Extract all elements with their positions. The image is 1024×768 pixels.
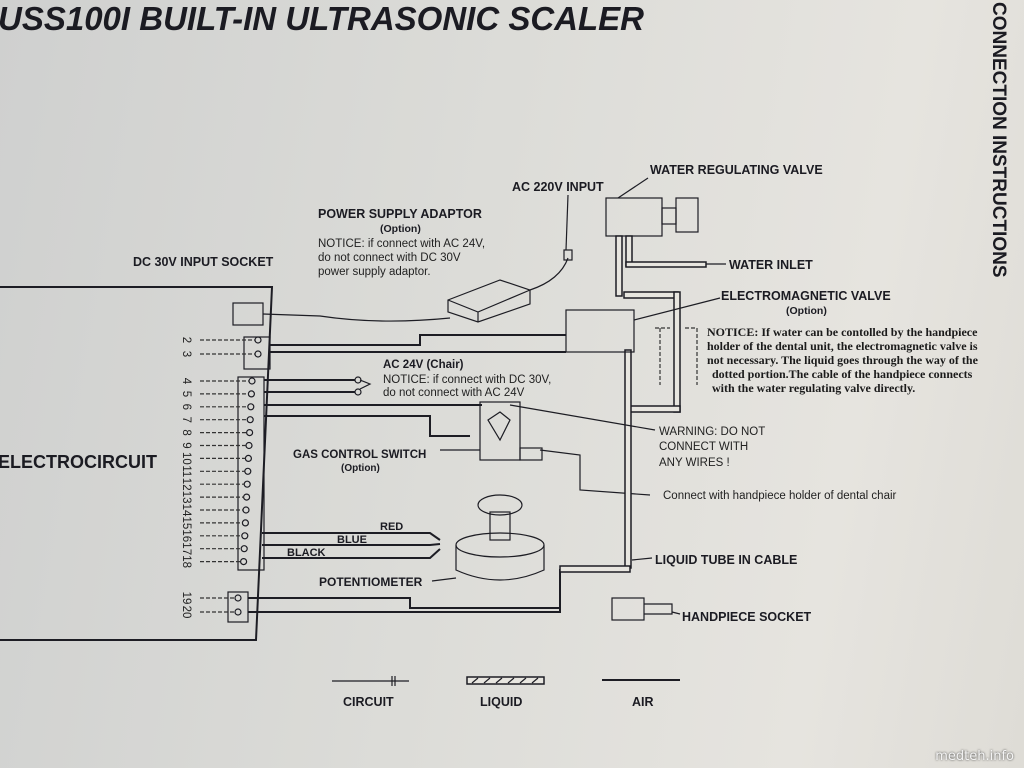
- pin-terminal: [247, 390, 255, 398]
- leader-lines: [359, 177, 726, 615]
- pin-number: 8: [180, 429, 192, 435]
- pin-number: 16: [180, 529, 192, 542]
- red-wire-label: RED: [380, 521, 403, 533]
- legend-circuit: CIRCUIT: [343, 695, 394, 709]
- potentiometer-label: POTENTIOMETER: [319, 575, 423, 589]
- em-notice-2: holder of the dental unit, the electroma…: [707, 339, 978, 353]
- psu-label: POWER SUPPLY ADAPTOR: [318, 207, 482, 221]
- warning-1: WARNING: DO NOT: [659, 426, 765, 438]
- pin-terminal: [242, 506, 250, 514]
- em-notice-4: dotted portion.The cable of the handpiec…: [712, 367, 973, 381]
- pin-number: 20: [180, 606, 192, 619]
- electrocircuit-board: ELECTROCIRCUIT: [0, 286, 274, 641]
- ac24-label: AC 24V (Chair): [383, 359, 464, 371]
- water-inlet-label: WATER INLET: [729, 258, 813, 272]
- liquid-tube: [559, 235, 707, 573]
- pin-terminal: [241, 519, 249, 527]
- pin-number: 2: [180, 337, 192, 343]
- pin-terminal: [241, 532, 249, 540]
- warning-3: ANY WIRES !: [659, 457, 730, 469]
- pin-terminal: [234, 594, 242, 602]
- legend: CIRCUIT LIQUID AIR: [332, 676, 680, 709]
- pin-number: 18: [180, 555, 192, 568]
- warning-2: CONNECT WITH: [659, 441, 748, 453]
- pin-terminal: [246, 416, 254, 424]
- pin-terminal: [246, 429, 254, 437]
- ac24-notice-2: do not connect with AC 24V: [383, 387, 525, 399]
- pin-number: 9: [180, 442, 192, 448]
- potentiometer: [455, 494, 545, 581]
- pin-terminal: [243, 480, 251, 488]
- em-notice-5: with the water regulating valve directly…: [712, 381, 915, 395]
- pin-number: 14: [180, 504, 192, 517]
- pin-number: 10: [180, 452, 192, 465]
- legend-liquid: LIQUID: [480, 695, 522, 709]
- legend-air: AIR: [632, 695, 654, 709]
- ac220-label: AC 220V INPUT: [512, 180, 604, 194]
- pin-terminal: [245, 441, 253, 450]
- wires: [248, 313, 651, 613]
- watermark: medteh.info: [935, 749, 1014, 764]
- pin-number: 7: [180, 416, 192, 422]
- pin-number: 3: [180, 351, 192, 357]
- pin-number: 17: [180, 542, 192, 555]
- pin-terminal: [243, 493, 251, 501]
- pin-terminal: [244, 454, 252, 462]
- pin-number: 5: [180, 391, 192, 397]
- pin-terminal: [247, 403, 255, 411]
- diagram-title: USS100I BUILT-IN ULTRASONIC SCALER: [0, 0, 644, 37]
- liquid-tube-label: LIQUID TUBE IN CABLE: [655, 553, 797, 567]
- pin-terminal: [248, 377, 256, 385]
- electromagnetic-valve: [565, 309, 698, 385]
- dc30-label: DC 30V INPUT SOCKET: [133, 255, 274, 269]
- gas-control-switch: [479, 401, 543, 461]
- black-wire-label: BLACK: [287, 547, 326, 559]
- em-notice-3: not necessary. The liquid goes through t…: [707, 353, 979, 367]
- pin-number: 19: [180, 592, 192, 605]
- gas-switch-option: (Option): [341, 463, 380, 474]
- electromagnetic-valve-label: ELECTROMAGNETIC VALVE: [721, 289, 891, 303]
- blue-wire-label: BLUE: [337, 534, 367, 546]
- em-valve-option: (Option): [786, 305, 827, 317]
- side-title: CONNECTION INSTRUCTIONS: [988, 2, 1009, 278]
- psu-option: (Option): [380, 223, 421, 235]
- handpiece-socket-label: HANDPIECE SOCKET: [682, 610, 812, 624]
- water-regulating-valve-label: WATER REGULATING VALVE: [650, 163, 823, 177]
- pin-terminal: [254, 336, 262, 344]
- pin-number: 12: [180, 478, 192, 491]
- water-regulating-valve: [605, 197, 699, 237]
- handpiece-socket: [611, 597, 673, 621]
- pin-terminal: [254, 350, 262, 358]
- ac24-notice-1: NOTICE: if connect with DC 30V,: [383, 374, 551, 386]
- electrocircuit-label: ELECTROCIRCUIT: [0, 452, 157, 472]
- psu-notice-1: NOTICE: if connect with AC 24V,: [318, 238, 485, 250]
- psu-notice-2: do not connect with DC 30V: [318, 252, 461, 264]
- pin-terminal: [240, 557, 248, 566]
- pin-number: 15: [180, 517, 192, 530]
- pin-number: 4: [180, 378, 192, 385]
- pin-terminal: [244, 467, 252, 475]
- psu-notice-3: power supply adaptor.: [318, 266, 431, 278]
- pin-number: 13: [180, 491, 192, 504]
- power-supply-adaptor: [447, 249, 573, 323]
- pin-terminal: [240, 545, 248, 553]
- handpiece-holder-label: Connect with handpiece holder of dental …: [663, 490, 897, 502]
- pin-number: 6: [180, 404, 192, 410]
- pin-number: 11: [180, 465, 192, 477]
- gas-switch-label: GAS CONTROL SWITCH: [293, 449, 426, 461]
- pin-terminal: [234, 608, 242, 616]
- em-notice-1: NOTICE: If water can be contolled by the…: [707, 325, 978, 339]
